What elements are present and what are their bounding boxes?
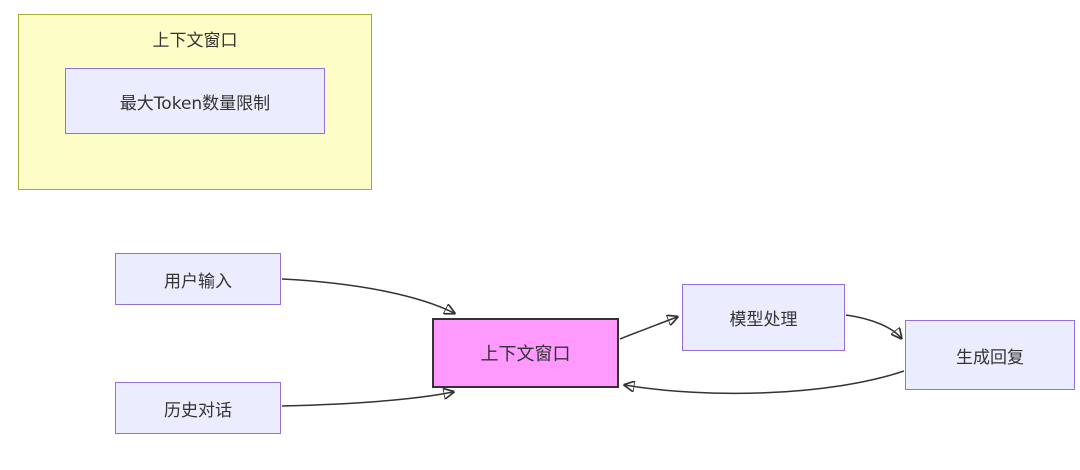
edge-model-to-reply xyxy=(845,314,901,338)
node-model-processing: 模型处理 xyxy=(682,284,845,351)
edge-user-input-to-context xyxy=(281,278,454,313)
node-context-window: 上下文窗口 xyxy=(432,318,619,388)
node-history-dialog: 历史对话 xyxy=(115,382,281,434)
edge-history-to-context xyxy=(281,392,453,407)
node-model-processing-label: 模型处理 xyxy=(729,310,798,330)
node-max-token-limit: 最大Token数量限制 xyxy=(65,68,325,134)
node-generate-reply: 生成回复 xyxy=(905,320,1075,390)
subgraph-title: 上下文窗口 xyxy=(152,31,238,51)
node-context-window-label: 上下文窗口 xyxy=(480,344,571,365)
node-user-input-label: 用户输入 xyxy=(164,271,232,292)
node-generate-reply-label: 生成回复 xyxy=(956,347,1024,368)
node-user-input: 用户输入 xyxy=(115,253,281,305)
edge-reply-to-context xyxy=(625,370,905,395)
node-history-dialog-label: 历史对话 xyxy=(164,400,232,421)
node-max-token-limit-label: 最大Token数量限制 xyxy=(119,93,271,114)
edge-context-to-model xyxy=(619,317,677,340)
